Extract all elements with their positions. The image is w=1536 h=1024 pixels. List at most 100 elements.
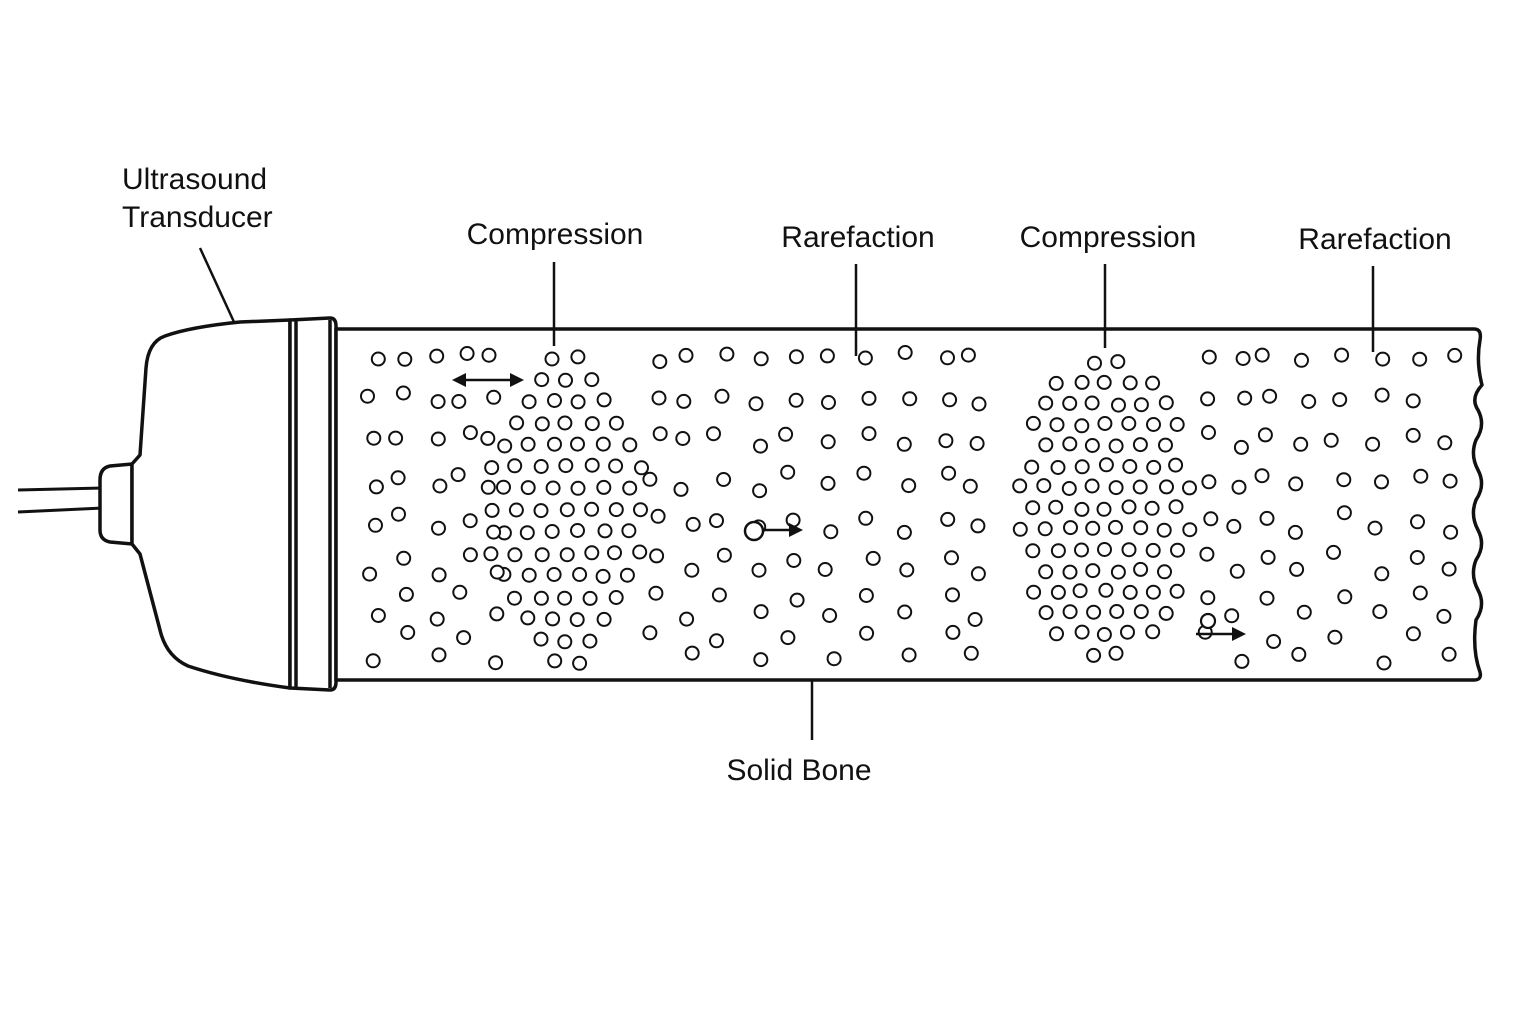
- particle: [1226, 518, 1242, 534]
- particle: [788, 349, 804, 365]
- particle: [817, 562, 833, 577]
- particle: [1144, 500, 1160, 516]
- particle: [481, 347, 497, 363]
- particle: [1121, 542, 1137, 558]
- particle: [1108, 480, 1124, 496]
- particle: [429, 348, 445, 364]
- particle: [1061, 481, 1077, 496]
- particle: [786, 553, 802, 568]
- particle: [557, 590, 573, 606]
- particle: [559, 502, 575, 518]
- particle: [597, 523, 613, 539]
- particle: [1145, 375, 1161, 391]
- particle: [1085, 563, 1101, 579]
- particle: [859, 625, 875, 641]
- particle: [1074, 501, 1090, 517]
- particle: [451, 394, 467, 409]
- particle: [1122, 584, 1138, 600]
- particle: [397, 351, 413, 367]
- particle: [533, 459, 549, 474]
- particle: [1374, 566, 1390, 582]
- particle: [570, 394, 586, 410]
- particle: [429, 611, 445, 627]
- particle: [489, 606, 505, 622]
- particle: [430, 431, 446, 447]
- particle: [716, 472, 732, 487]
- transducer-neck: [98, 462, 134, 546]
- particle: [1375, 351, 1391, 367]
- particle: [1409, 550, 1425, 565]
- particle: [684, 562, 700, 578]
- particle: [370, 608, 386, 623]
- particle: [1110, 564, 1126, 580]
- particle: [430, 394, 446, 410]
- particle: [1110, 354, 1126, 370]
- particle: [1224, 608, 1240, 624]
- particle: [967, 612, 983, 627]
- particle: [1293, 436, 1309, 452]
- particle: [507, 590, 522, 606]
- particle: [971, 396, 987, 412]
- particle: [651, 390, 667, 406]
- particle: [1199, 546, 1215, 562]
- particle: [1109, 604, 1125, 619]
- particle: [508, 502, 524, 518]
- particle: [945, 624, 961, 640]
- particle: [497, 438, 513, 454]
- particle: [642, 471, 658, 487]
- particle: [1084, 478, 1100, 494]
- particle: [821, 395, 836, 410]
- particle: [1037, 521, 1053, 537]
- particle: [1122, 375, 1138, 391]
- particle: [820, 475, 836, 491]
- particle: [819, 348, 835, 364]
- particle: [1182, 480, 1197, 496]
- label-transducer-line2: Transducer: [122, 201, 273, 234]
- particle: [1203, 511, 1219, 527]
- particle: [901, 478, 917, 494]
- particle: [533, 503, 549, 519]
- particle: [1048, 375, 1064, 391]
- particle: [652, 426, 668, 442]
- label-rarefaction-1: Rarefaction: [781, 221, 934, 254]
- particle: [570, 523, 585, 538]
- particle: [608, 458, 624, 474]
- particle: [360, 388, 375, 404]
- particle: [1443, 524, 1459, 540]
- particle: [896, 436, 912, 452]
- particle: [486, 389, 502, 405]
- particle: [752, 483, 768, 499]
- particle: [584, 501, 600, 517]
- label-compression-1: Compression: [467, 218, 644, 251]
- particle: [519, 525, 535, 541]
- particle: [1405, 427, 1421, 443]
- particle: [584, 372, 600, 388]
- transducer-body: [130, 318, 292, 690]
- particle: [1291, 646, 1307, 662]
- particle: [1254, 347, 1270, 363]
- particle: [584, 457, 600, 473]
- particle: [1376, 655, 1392, 671]
- particle: [942, 392, 958, 408]
- particle: [944, 550, 959, 566]
- particle: [1050, 584, 1066, 600]
- particle: [545, 480, 561, 496]
- particle: [431, 520, 446, 536]
- particle: [544, 524, 560, 539]
- particle: [1182, 522, 1198, 538]
- particle: [714, 388, 730, 404]
- particle: [1201, 474, 1217, 490]
- particle: [368, 517, 383, 533]
- particle: [558, 458, 574, 474]
- particle: [545, 611, 561, 627]
- particle: [1024, 459, 1040, 475]
- particle: [1026, 584, 1042, 600]
- particle: [462, 547, 478, 563]
- particle: [1146, 417, 1161, 432]
- particle: [941, 465, 957, 481]
- particle: [569, 612, 585, 628]
- particle: [1288, 476, 1304, 492]
- particle: [861, 426, 877, 442]
- particle: [1084, 395, 1100, 411]
- particle: [557, 415, 573, 431]
